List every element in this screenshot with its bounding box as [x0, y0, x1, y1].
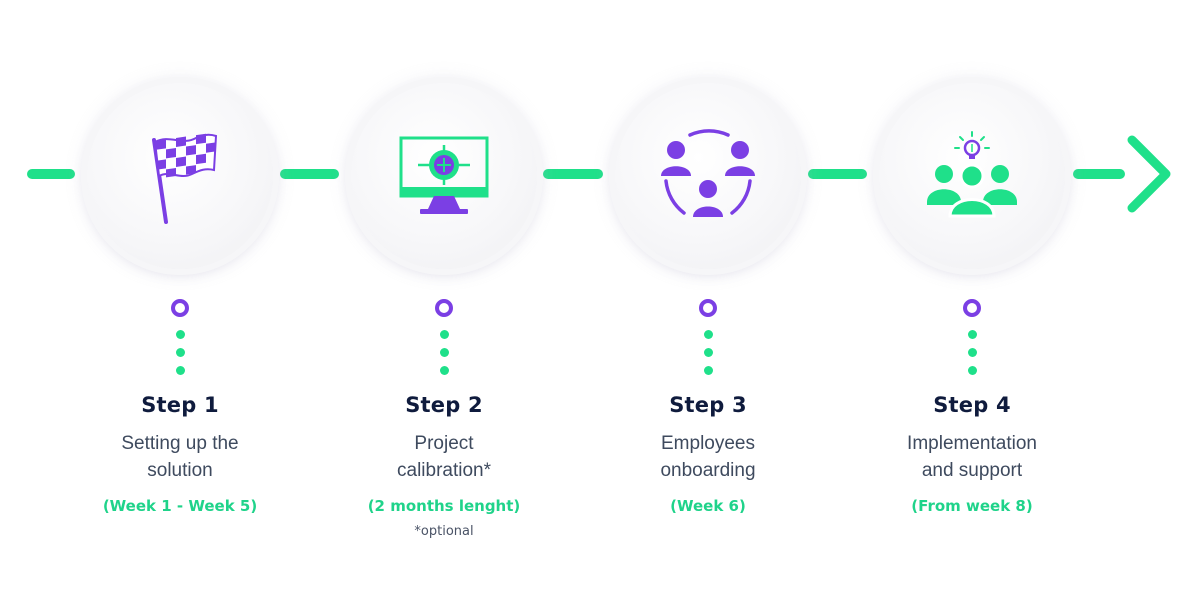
step-duration: (Week 1 - Week 5): [102, 497, 258, 515]
optional-note: *optional: [414, 524, 474, 539]
step-2-text: Step 2 Project calibration* (2 months le…: [314, 388, 574, 539]
step-description: Implementation and support: [907, 433, 1037, 481]
connector-dot: [704, 348, 713, 357]
timeline-segment: [27, 169, 75, 179]
timeline-segment: [808, 169, 867, 179]
connector-dot: [440, 348, 449, 357]
team-idea-icon: [927, 131, 1017, 218]
step-4-text: Step 4 Implementation and support (From …: [842, 388, 1102, 518]
step-4-circle: [879, 83, 1065, 269]
step-duration: (Week 6): [670, 497, 746, 515]
connector-dot: [176, 348, 185, 357]
connector-dot: [176, 330, 185, 339]
step-1-circle: [87, 83, 273, 269]
connector-dot: [440, 330, 449, 339]
step-3-text: Step 3 Employees onboarding (Week 6): [578, 388, 838, 518]
connector-dot: [968, 366, 977, 375]
checkered-flag-icon: [152, 133, 218, 224]
step-description: Employees onboarding: [660, 433, 756, 481]
connector-dot: [968, 330, 977, 339]
connector-dot: [176, 366, 185, 375]
step-marker-ring: [171, 299, 189, 317]
timeline-segment: [1073, 169, 1125, 179]
step-title: Step 1: [141, 393, 219, 417]
connector-dot: [704, 330, 713, 339]
connector-dot: [704, 366, 713, 375]
step-2-circle: [351, 83, 537, 269]
step-3-circle: [615, 83, 801, 269]
step-description: Project calibration*: [397, 433, 491, 481]
step-1-text: Step 1 Setting up the solution (Week 1 -…: [50, 388, 310, 518]
arrow-right-icon: [1127, 135, 1171, 213]
step-title: Step 3: [669, 393, 747, 417]
step-title: Step 2: [405, 393, 483, 417]
target-monitor-icon: [399, 136, 489, 214]
step-title: Step 4: [933, 393, 1011, 417]
step-marker-ring: [435, 299, 453, 317]
step-marker-ring: [963, 299, 981, 317]
connector-dot: [440, 366, 449, 375]
people-cycle-icon: [661, 129, 755, 217]
timeline-segment: [543, 169, 603, 179]
connector-dot: [968, 348, 977, 357]
timeline-segment: [280, 169, 339, 179]
step-duration: (2 months lenght): [367, 497, 521, 515]
step-marker-ring: [699, 299, 717, 317]
step-description: Setting up the solution: [121, 433, 239, 481]
step-duration: (From week 8): [911, 497, 1033, 515]
